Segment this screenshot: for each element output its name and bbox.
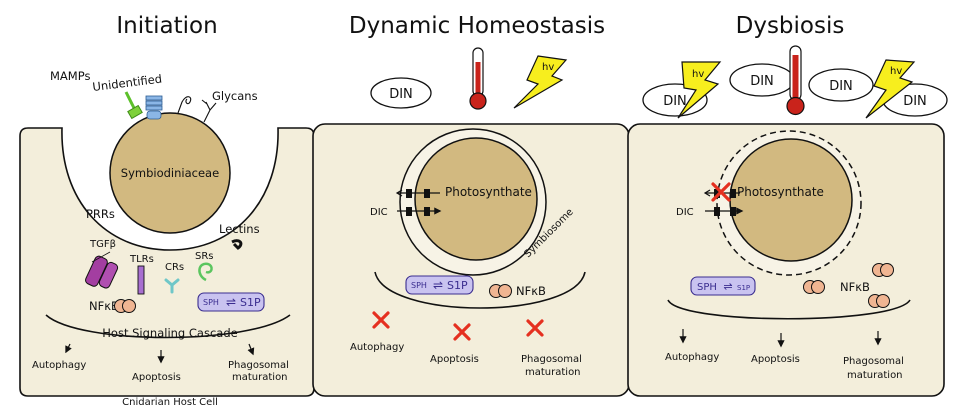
tgfb-receptor-icon <box>85 251 119 289</box>
host-cell-initiation <box>19 127 315 397</box>
autophagy-label-dysbiosis: Autophagy <box>665 352 719 363</box>
arrow-phagosomal-initiation <box>247 343 255 356</box>
host-cell-label: Cnidarian Host Cell <box>122 397 218 408</box>
maturation-label-homeostasis: maturation <box>525 367 581 378</box>
din-label-dysbiosis-1: DIN <box>663 94 687 109</box>
blocked-apoptosis-x <box>453 323 471 341</box>
glycan-curl-icon <box>177 96 192 114</box>
unidentified-label: Unidentified <box>92 72 163 94</box>
nfkb-dimer-icon-homeostasis <box>489 284 512 298</box>
glycans-label: Glycans <box>212 89 258 103</box>
hv-label-dysbiosis-1: hv <box>692 69 704 80</box>
din-label-dysbiosis-4: DIN <box>903 94 927 109</box>
sph-s1p-badge-dysbiosis: SPH ⇌ S1P <box>690 276 756 296</box>
autophagy-label-initiation: Autophagy <box>32 360 86 371</box>
green-mamp-icon <box>124 91 143 120</box>
title-dysbiosis: Dysbiosis <box>736 13 845 39</box>
light-bolt-icon-homeostasis: hv <box>513 55 568 109</box>
membrane-curve-initiation <box>45 314 291 339</box>
nfkb-label-homeostasis: NFκB <box>516 284 546 298</box>
dic-label-homeostasis: DIC <box>370 207 388 218</box>
unidentified-mamp-icon <box>145 95 163 120</box>
symbiont-cell-homeostasis <box>414 137 538 261</box>
tlrs-label: TLRs <box>129 254 154 265</box>
thermometer-icon-dysbiosis <box>786 45 805 116</box>
apoptosis-label-homeostasis: Apoptosis <box>430 354 479 365</box>
glycan-branch-icon <box>201 99 217 123</box>
svg-text:S1P: S1P <box>447 279 468 292</box>
sph-s1p-badge-initiation: SPH ⇌ S1P <box>197 292 265 312</box>
din-ellipse-dysbiosis-1 <box>642 83 708 117</box>
title-homeostasis: Dynamic Homeostasis <box>349 13 605 39</box>
phagosomal-label-dysbiosis: Phagosomal <box>843 356 904 367</box>
apoptosis-label-initiation: Apoptosis <box>132 372 181 383</box>
blocked-autophagy-x <box>372 311 390 329</box>
prrs-label: PRRs <box>86 207 115 221</box>
membrane-curve-homeostasis <box>374 271 586 309</box>
svg-text:S1P: S1P <box>737 284 750 292</box>
phagosomal-label-homeostasis: Phagosomal <box>521 354 582 365</box>
membrane-curve-dysbiosis <box>667 299 911 320</box>
lectin-icon <box>231 239 243 250</box>
din-label-homeostasis: DIN <box>389 87 413 102</box>
nfkb-label-dysbiosis: NFκB <box>840 280 870 294</box>
nfkb-dimers-dysbiosis <box>803 263 894 308</box>
dic-label-dysbiosis: DIC <box>676 207 694 218</box>
host-signaling-cascade-label: Host Signaling Cascade <box>102 326 237 340</box>
symbiont-label: Symbiodiniaceae <box>121 166 219 180</box>
light-bolt-icon-dysbiosis-1: hv <box>677 61 722 119</box>
lectins-label: Lectins <box>219 222 260 236</box>
din-ellipse-dysbiosis-3 <box>808 68 874 102</box>
thermometer-icon-homeostasis <box>469 47 487 110</box>
symbiont-cell-dysbiosis <box>729 138 853 262</box>
maturation-label-dysbiosis: maturation <box>847 370 903 381</box>
din-label-dysbiosis-3: DIN <box>829 79 853 94</box>
svg-text:⇌: ⇌ <box>433 278 443 292</box>
hv-label-homeostasis: hv <box>542 62 554 73</box>
cr-receptor-icon <box>164 278 180 294</box>
maturation-label-initiation: maturation <box>232 372 288 383</box>
tlr-receptor-icon <box>137 265 145 295</box>
hv-label-dysbiosis-2: hv <box>890 66 902 77</box>
tgfb-label: TGFβ <box>89 239 116 250</box>
autophagy-label-homeostasis: Autophagy <box>350 342 404 353</box>
phagosomal-label-initiation: Phagosomal <box>228 360 289 371</box>
srs-label: SRs <box>195 251 214 262</box>
title-initiation: Initiation <box>116 13 217 39</box>
panel-dysbiosis: DIN DIN DIN DIN hv hv Photosynthate <box>627 45 948 397</box>
din-label-dysbiosis-2: DIN <box>750 74 774 89</box>
light-bolt-icon-dysbiosis-2: hv <box>865 59 916 119</box>
arrow-autophagy-initiation <box>65 343 72 354</box>
nfkb-dimer-icon <box>114 299 136 313</box>
transporters-homeostasis <box>395 189 442 216</box>
photosynthate-label-dysbiosis: Photosynthate <box>737 185 824 199</box>
blocked-phagosomal-x <box>526 319 544 337</box>
panel-homeostasis: DIN hv Photosynthate Symbiosome DIC SPH <box>312 47 630 397</box>
sph-s1p-badge-homeostasis: SPH ⇌ S1P <box>405 275 474 295</box>
svg-text:S1P: S1P <box>240 296 261 309</box>
din-ellipse-homeostasis <box>370 77 432 109</box>
nfkb-label-initiation: NFκB <box>89 299 119 313</box>
blocked-transport-x <box>711 182 731 202</box>
panel-initiation: Symbiodiniaceae MAMPs Unidentified Glyca… <box>19 69 315 408</box>
svg-text:SPH: SPH <box>697 282 717 293</box>
photosynthate-label-homeostasis: Photosynthate <box>445 185 532 199</box>
apoptosis-label-dysbiosis: Apoptosis <box>751 354 800 365</box>
sr-receptor-icon <box>198 262 213 282</box>
mamps-label: MAMPs <box>50 69 90 83</box>
svg-text:⇌: ⇌ <box>723 280 732 293</box>
symbiont-cell-initiation <box>109 112 231 234</box>
svg-text:⇌: ⇌ <box>226 295 236 309</box>
svg-text:SPH: SPH <box>411 281 427 290</box>
crs-label: CRs <box>165 262 184 273</box>
svg-text:SPH: SPH <box>203 298 219 307</box>
